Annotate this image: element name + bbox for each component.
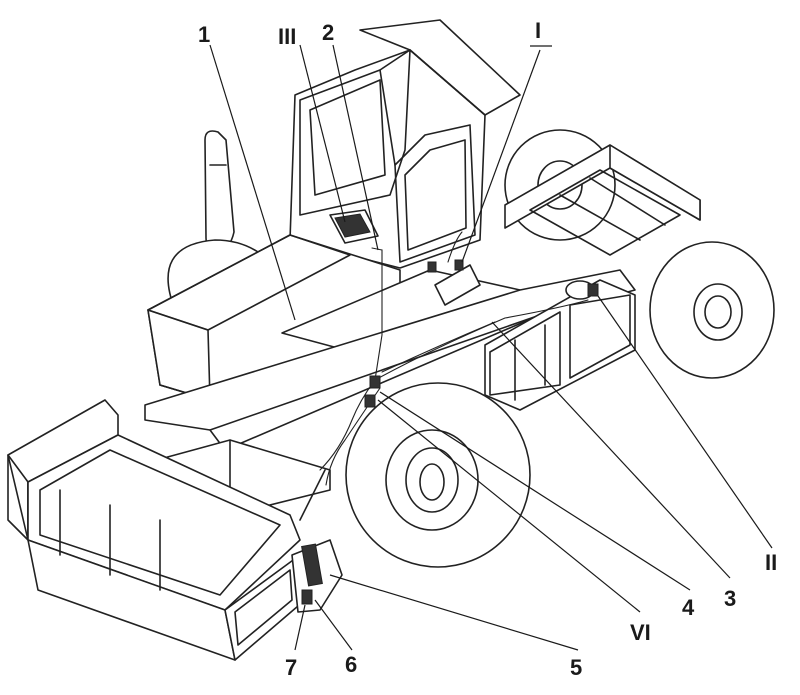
front-implement-frame [7,399,306,661]
callout-5: 5 [570,655,582,680]
callout-3: 3 [724,586,736,611]
front-right-wheel [345,382,531,568]
callout-1: 1 [198,22,210,47]
hydraulic-cylinder [291,469,343,613]
callout-III: III [278,24,296,49]
callout-I: I [535,18,541,43]
rear-right-wheel [649,241,775,379]
exhaust-pipe [204,130,235,251]
piping [319,231,589,486]
callout-2: 2 [322,20,334,45]
callout-7: 7 [285,655,297,680]
callout-VI: VI [630,620,651,645]
cab [289,19,521,269]
callout-II: II [765,550,777,575]
leader-lines [209,44,773,651]
callout-6: 6 [345,652,357,677]
rear-frame [504,144,701,256]
callout-4-label: 4 [682,595,695,620]
